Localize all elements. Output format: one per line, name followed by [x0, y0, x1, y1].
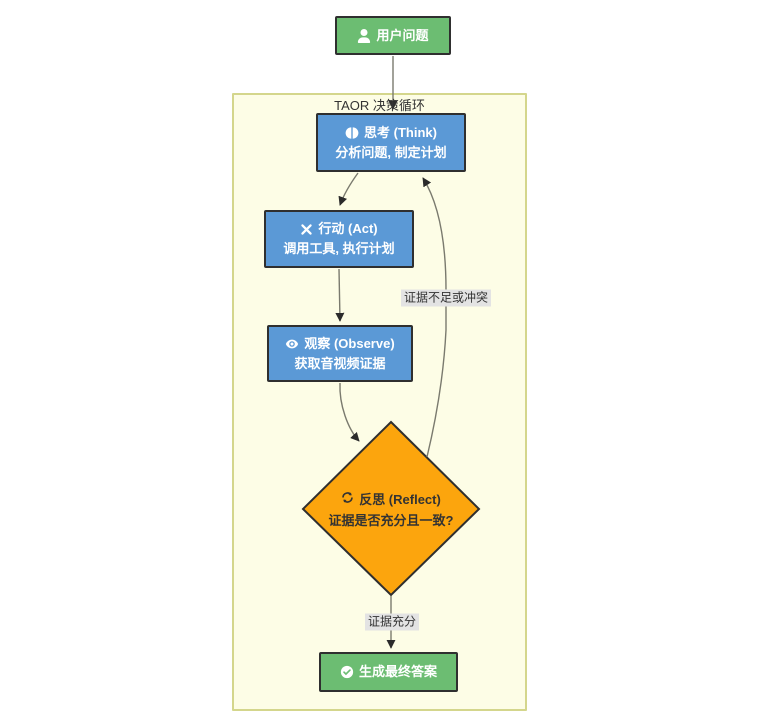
node-final-answer: 生成最终答案 [319, 652, 458, 692]
node-act-subtitle: 调用工具, 执行计划 [283, 241, 395, 256]
edge-reflect-to-think-loop [422, 177, 447, 458]
node-observe-subtitle: 获取音视频证据 [294, 355, 386, 371]
taor-cluster [232, 93, 527, 711]
edge-label-sufficient-evidence: 证据充分 [364, 613, 420, 631]
edge-act-to-observe [335, 268, 345, 322]
edge-label-insufficient-evidence: 证据不足或冲突 [400, 289, 492, 307]
edge-observe-to-reflect [339, 382, 360, 442]
reflect-diamond-shape [301, 420, 481, 597]
cluster-title: TAOR 决策循环 [334, 98, 425, 113]
edge-think-to-act [338, 172, 359, 206]
node-think: 思考 (Think) 分析问题, 制定计划 [316, 113, 466, 172]
node-user-label: 用户问题 [376, 27, 429, 43]
node-observe-title: 观察 (Observe) [304, 335, 395, 351]
node-act-title: 行动 (Act) [318, 221, 378, 236]
node-observe: 观察 (Observe) 获取音视频证据 [267, 325, 413, 382]
node-think-subtitle: 分析问题, 制定计划 [335, 144, 447, 160]
node-user-question: 用户问题 [335, 16, 451, 55]
tools-icon [300, 223, 313, 236]
node-act: 行动 (Act) 调用工具, 执行计划 [264, 210, 414, 268]
brain-icon [345, 126, 359, 140]
eye-icon [285, 337, 299, 351]
check-circle-icon [340, 665, 354, 679]
node-final-label: 生成最终答案 [358, 664, 437, 679]
node-think-title: 思考 (Think) [364, 124, 437, 140]
sync-icon [341, 489, 354, 510]
node-reflect: 反思 (Reflect) 证据是否充分且一致? [295, 478, 487, 542]
node-reflect-title: 反思 (Reflect) [359, 492, 441, 507]
user-icon [357, 28, 371, 43]
node-reflect-subtitle: 证据是否充分且一致? [328, 513, 454, 528]
